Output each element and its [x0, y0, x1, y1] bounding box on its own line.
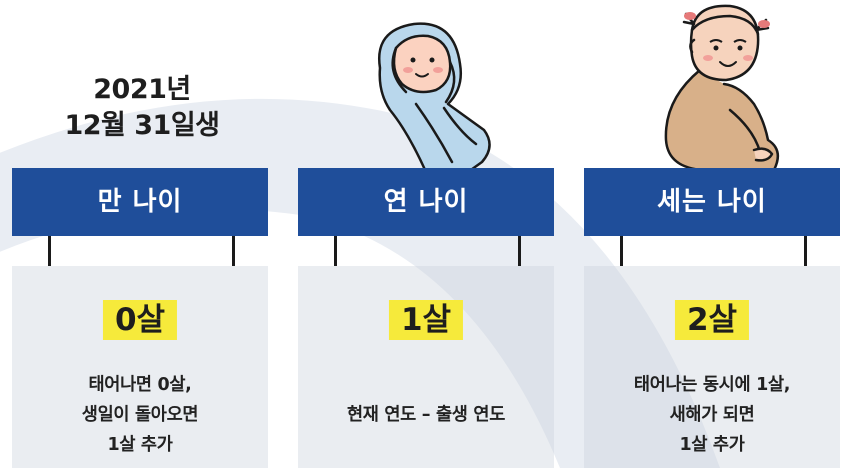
age-description: 태어나면 0살, 생일이 돌아오면 1살 추가 — [12, 370, 268, 460]
birth-day: 12월 31일생 — [64, 110, 220, 141]
description-line: 새해가 되면 — [669, 405, 755, 425]
signpost-left — [620, 236, 623, 266]
signpost-left — [334, 236, 337, 266]
age-description: 태어나는 동시에 1살, 새해가 되면 1살 추가 — [584, 370, 840, 460]
age-value: 2살 — [674, 300, 750, 340]
age-value: 0살 — [102, 300, 178, 340]
sitting-child-illustration — [664, 4, 780, 170]
age-column-korean: 세는 나이 2살 태어나는 동시에 1살, 새해가 되면 1살 추가 — [584, 168, 840, 468]
birth-year: 2021년 — [93, 74, 191, 105]
description-line: 1살 추가 — [107, 435, 173, 455]
birth-date-label: 2021년 12월 31일생 — [52, 72, 232, 144]
age-column-year: 연 나이 1살 현재 연도 – 출생 연도 — [298, 168, 554, 468]
column-title: 세는 나이 — [584, 168, 840, 236]
age-card: 1살 현재 연도 – 출생 연도 — [298, 266, 554, 468]
age-card: 2살 태어나는 동시에 1살, 새해가 되면 1살 추가 — [584, 266, 840, 468]
signpost-right — [232, 236, 235, 266]
column-title: 만 나이 — [12, 168, 268, 236]
description-line: 생일이 돌아오면 — [81, 405, 199, 425]
swaddled-baby-illustration — [377, 22, 491, 172]
signpost-left — [48, 236, 51, 266]
age-value: 1살 — [388, 300, 464, 340]
age-column-international: 만 나이 0살 태어나면 0살, 생일이 돌아오면 1살 추가 — [12, 168, 268, 468]
description-line: 태어나면 0살, — [88, 375, 192, 395]
description-line: 태어나는 동시에 1살, — [633, 375, 791, 395]
age-card: 0살 태어나면 0살, 생일이 돌아오면 1살 추가 — [12, 266, 268, 468]
age-description: 현재 연도 – 출생 연도 — [298, 400, 554, 430]
signpost-right — [518, 236, 521, 266]
signpost-right — [804, 236, 807, 266]
column-title: 연 나이 — [298, 168, 554, 236]
description-line: 1살 추가 — [679, 435, 745, 455]
description-line: 현재 연도 – 출생 연도 — [346, 405, 506, 425]
